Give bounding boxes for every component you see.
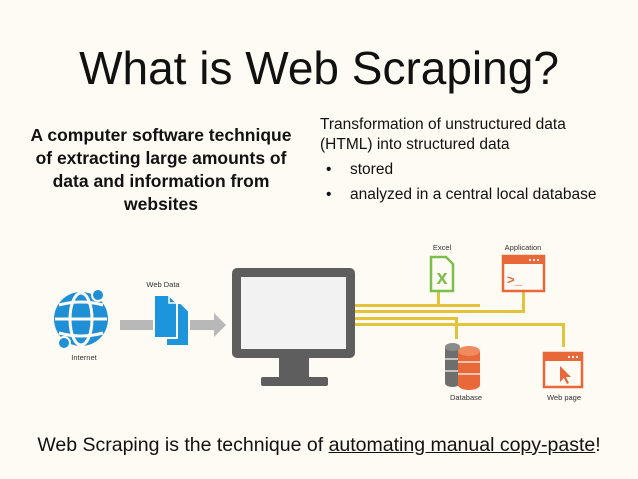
- footer-prefix: Web Scraping is the technique of: [37, 434, 329, 456]
- definition-text: A computer software technique of extract…: [30, 125, 292, 214]
- slide-title: What is Web Scraping?: [79, 42, 559, 94]
- bullet-item: • analyzed in a central local database: [320, 185, 620, 205]
- application-icon: >_: [501, 254, 546, 293]
- excel-label: Excel: [433, 243, 452, 252]
- bullet-dot: •: [326, 161, 332, 178]
- webdata-label: Web Data: [146, 280, 180, 289]
- database-icon: [445, 343, 480, 390]
- webpage-label: Web page: [547, 393, 581, 402]
- bullet-text: analyzed in a central local database: [350, 185, 597, 203]
- application-label: Application: [505, 243, 542, 252]
- transformation-line-2: (HTML) into structured data: [320, 135, 510, 153]
- footer-statement: Web Scraping is the technique of automat…: [0, 432, 638, 458]
- footer-link: automating manual copy-paste: [328, 434, 596, 456]
- transformation-text: Transformation of unstructured data (HTM…: [320, 115, 620, 154]
- description-block: Transformation of unstructured data (HTM…: [320, 115, 620, 209]
- bullet-item: • stored: [320, 160, 620, 180]
- excel-glyph: x: [436, 267, 447, 289]
- web-scraping-diagram: Internet Web Data Excel x Application: [54, 243, 584, 402]
- connector-lines: [355, 292, 565, 347]
- globe-icon: [54, 288, 108, 350]
- internet-label: Internet: [71, 353, 97, 362]
- transformation-line-1: Transformation of unstructured data: [320, 116, 566, 133]
- database-label: Database: [450, 393, 482, 402]
- footer-suffix: !: [595, 434, 601, 456]
- bullet-dot: •: [326, 185, 332, 203]
- bullet-text: stored: [350, 161, 394, 178]
- monitor-icon: [232, 268, 355, 386]
- bullet-list: • stored • analyzed in a central local d…: [320, 160, 620, 204]
- excel-icon: x: [429, 255, 455, 293]
- document-icon: [153, 294, 190, 347]
- app-prompt: >_: [507, 272, 523, 287]
- webpage-icon: [542, 351, 584, 389]
